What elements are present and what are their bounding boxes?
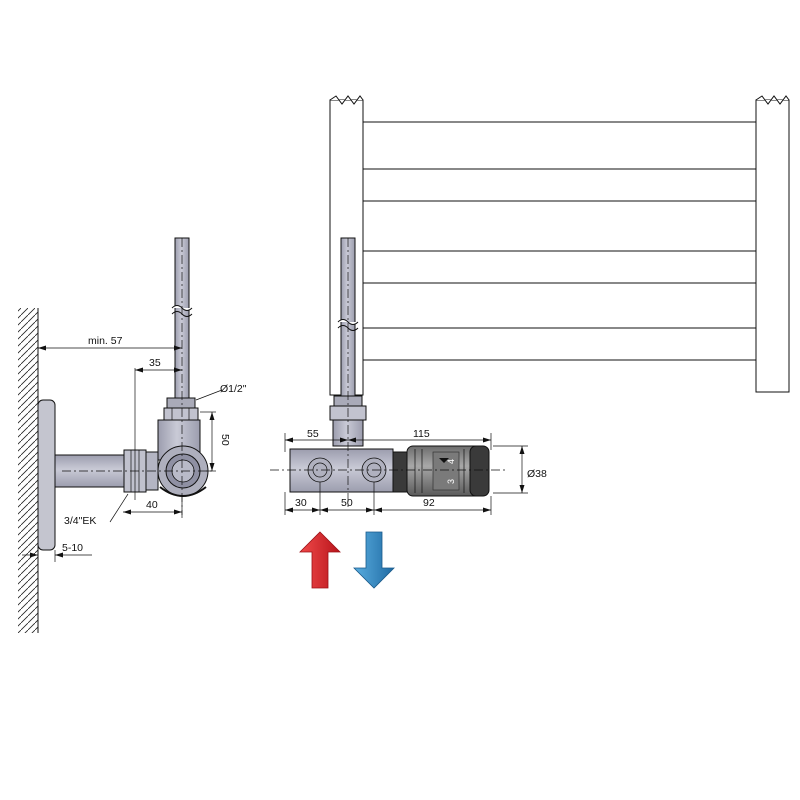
label-55: 55 xyxy=(307,428,319,440)
label-50-bottom: 50 xyxy=(341,497,353,509)
dim-5-10: 5-10 xyxy=(22,542,92,562)
hot-supply-arrow xyxy=(299,531,341,589)
radiator xyxy=(329,95,790,396)
wall-rosette xyxy=(37,399,56,551)
dim-min-57: min. 57 xyxy=(38,335,182,351)
thermostat-head: 3 4 xyxy=(392,445,490,497)
knob-number-3: 3 xyxy=(446,479,456,484)
knob-number-4: 4 xyxy=(446,459,456,464)
label-40: 40 xyxy=(146,499,158,511)
label-d38: Ø38 xyxy=(527,468,547,480)
radiator-bars xyxy=(362,121,757,361)
angle-valve-body xyxy=(145,419,209,497)
label-min-57: min. 57 xyxy=(88,335,123,347)
dim-40: 40 xyxy=(123,495,183,518)
knob-ribs xyxy=(414,449,465,493)
label-50-vertical: 50 xyxy=(219,434,231,446)
label-35: 35 xyxy=(149,357,161,369)
dim-35: 35 xyxy=(134,357,182,500)
label-5-10: 5-10 xyxy=(62,542,83,554)
dim-pipe-diameter: Ø1/2" xyxy=(195,383,247,401)
label-ek: 3/4"EK xyxy=(64,515,96,527)
t-valve-body xyxy=(289,419,394,493)
dim-50-vertical: 50 xyxy=(200,411,231,472)
wall xyxy=(18,308,39,633)
label-92: 92 xyxy=(423,497,435,509)
cold-return-arrow xyxy=(353,531,395,589)
label-30: 30 xyxy=(295,497,307,509)
label-115: 115 xyxy=(413,428,430,440)
dim-diameter-38: Ø38 xyxy=(493,445,547,494)
label-half-inch: Ø1/2" xyxy=(220,383,247,395)
dim-55-115: 55 115 xyxy=(284,428,492,452)
dim-ek: 3/4"EK xyxy=(64,493,129,527)
dim-30-50-92: 30 50 92 xyxy=(284,482,492,515)
valve-nut-stack xyxy=(163,397,199,421)
